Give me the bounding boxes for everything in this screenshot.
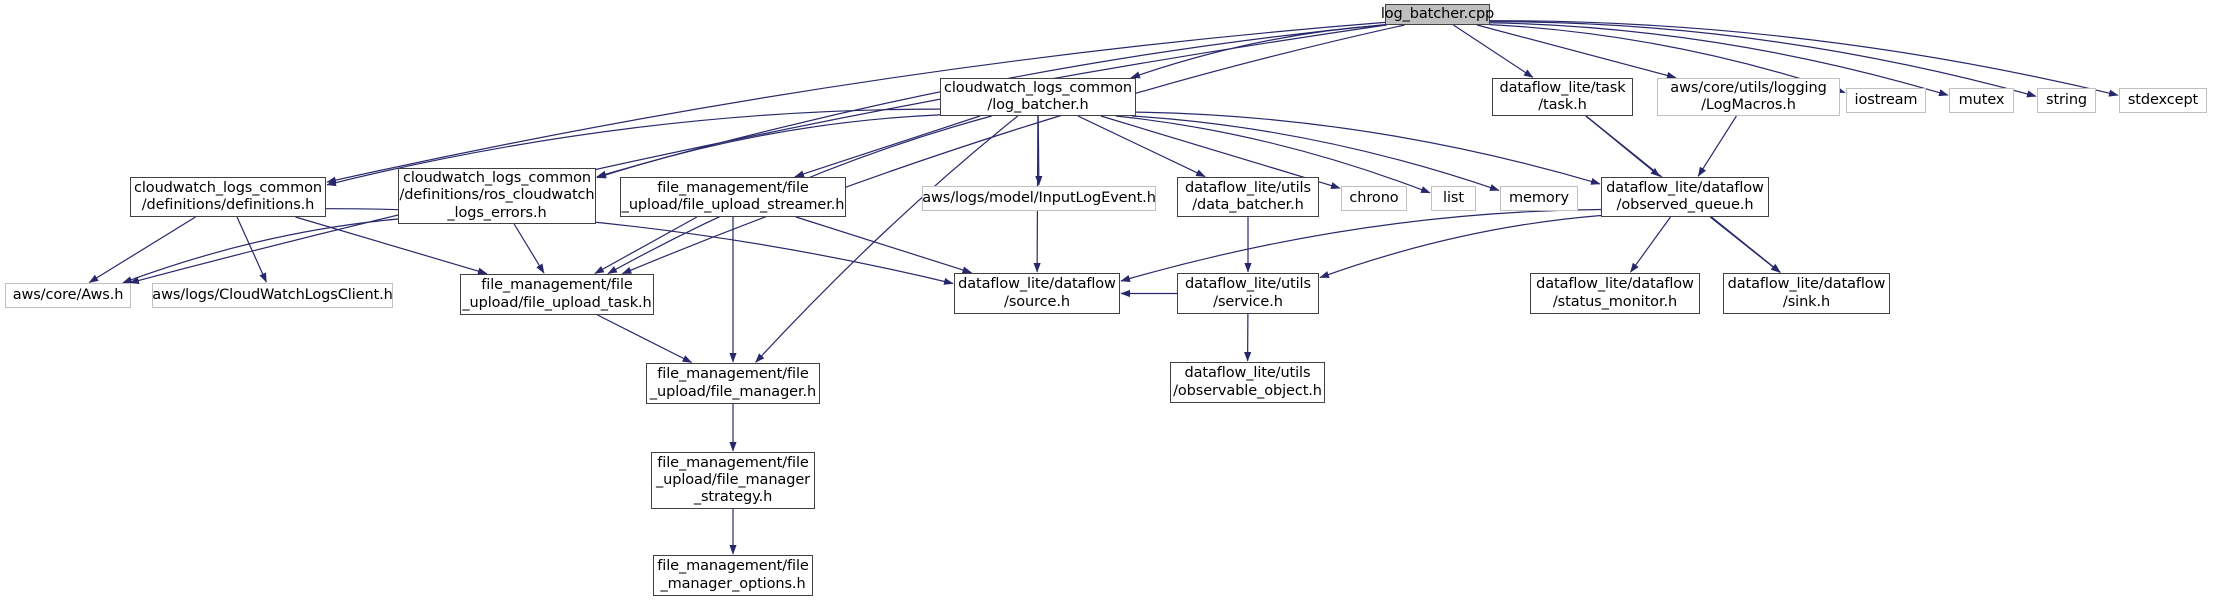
- graph-node-aws_core_aws_h[interactable]: aws/core/Aws.h: [5, 283, 131, 308]
- graph-node-stdexcept[interactable]: stdexcept: [2119, 88, 2207, 113]
- graph-edge-ros_cw_logs_errors_h--file_upload_task_h: [513, 223, 545, 274]
- graph-node-observable_object_h[interactable]: dataflow_lite/utils /observable_object.h: [1170, 362, 1325, 403]
- graph-node-definitions_h[interactable]: cloudwatch_logs_common /definitions/defi…: [130, 177, 326, 217]
- graph-edge-ros_cw_logs_errors_h--aws_core_aws_h: [122, 218, 399, 284]
- graph-node-sink_h[interactable]: dataflow_lite/dataflow /sink.h: [1723, 273, 1890, 314]
- graph-edge-file_upload_streamer_h--file_upload_task_h: [594, 216, 698, 275]
- graph-node-cw_logs_client_h[interactable]: aws/logs/CloudWatchLogsClient.h: [152, 283, 393, 308]
- graph-node-string[interactable]: string: [2037, 88, 2096, 113]
- graph-node-file_manager_strategy_h[interactable]: file_management/file _upload/file_manage…: [651, 452, 815, 509]
- graph-edge-log_batcher_cpp--logmacros_h: [1476, 24, 1677, 79]
- graph-edge-log_batcher_h--ros_cw_logs_errors_h: [596, 114, 941, 179]
- graph-node-logmacros_h[interactable]: aws/core/utils/logging /LogMacros.h: [1657, 78, 1840, 116]
- graph-node-file_upload_task_h[interactable]: file_management/file _upload/file_upload…: [460, 274, 654, 315]
- graph-node-iostream[interactable]: iostream: [1846, 88, 1926, 113]
- graph-edge-log_batcher_h--data_batcher_h: [1077, 115, 1206, 178]
- graph-edge-definitions_h--file_upload_task_h: [295, 216, 488, 275]
- graph-edge-observed_queue_h--status_monitor_h: [1630, 216, 1671, 273]
- graph-edge-log_batcher_cpp--definitions_h: [326, 21, 1386, 184]
- graph-node-task_h[interactable]: dataflow_lite/task /task.h: [1492, 78, 1633, 116]
- graph-edge-file_upload_streamer_h--source_h: [795, 216, 973, 274]
- graph-edge-definitions_h--aws_core_aws_h: [88, 216, 196, 284]
- graph-node-file_manager_h[interactable]: file_management/file _upload/file_manage…: [646, 363, 820, 404]
- graph-edge-log_batcher_cpp--aws_core_aws_h: [129, 24, 1387, 284]
- graph-node-mutex[interactable]: mutex: [1949, 88, 2014, 113]
- graph-edge-log_batcher_cpp--log_batcher_h: [1130, 24, 1387, 79]
- graph-edge-observed_queue_h--source_h: [1120, 208, 1602, 282]
- graph-node-observed_queue_h[interactable]: dataflow_lite/dataflow /observed_queue.h: [1601, 177, 1769, 217]
- graph-node-source_h[interactable]: dataflow_lite/dataflow /source.h: [954, 273, 1120, 314]
- graph-edge-file_upload_task_h--file_manager_h: [597, 314, 693, 364]
- graph-node-list[interactable]: list: [1431, 186, 1476, 211]
- graph-node-inputlogevent_h[interactable]: aws/logs/model/InputLogEvent.h: [922, 186, 1156, 211]
- graph-node-file_upload_streamer_h[interactable]: file_management/file _upload/file_upload…: [620, 177, 846, 217]
- graph-edge-task_h--observed_queue_h: [1585, 115, 1661, 177]
- graph-node-ros_cw_logs_errors_h[interactable]: cloudwatch_logs_common /definitions/ros_…: [398, 168, 596, 224]
- graph-node-service_h[interactable]: dataflow_lite/utils /service.h: [1177, 273, 1319, 314]
- graph-node-log_batcher_cpp[interactable]: log_batcher.cpp: [1381, 4, 1494, 25]
- graph-edge-log_batcher_h--observed_queue_h: [1135, 111, 1601, 185]
- graph-edge-log_batcher_h--inputlogevent_h: [1035, 115, 1043, 186]
- graph-edge-observed_queue_h--sink_h: [1709, 216, 1781, 273]
- graph-edge-logmacros_h--observed_queue_h: [1697, 115, 1737, 177]
- graph-edge-log_batcher_h--file_upload_streamer_h: [794, 115, 981, 178]
- graph-edge-definitions_h--cw_logs_client_h: [236, 216, 267, 283]
- graph-node-memory[interactable]: memory: [1500, 186, 1578, 211]
- graph-node-file_manager_options_h[interactable]: file_management/file _manager_options.h: [653, 555, 813, 596]
- graph-node-chrono[interactable]: chrono: [1341, 186, 1407, 211]
- graph-node-log_batcher_h[interactable]: cloudwatch_logs_common /log_batcher.h: [940, 78, 1136, 116]
- graph-edge-log_batcher_cpp--task_h: [1453, 24, 1534, 78]
- graph-edge-observed_queue_h--service_h: [1319, 214, 1602, 279]
- graph-node-status_monitor_h[interactable]: dataflow_lite/dataflow /status_monitor.h: [1530, 273, 1700, 314]
- graph-edge-log_batcher_h--file_manager_h: [755, 115, 1019, 363]
- graph-edge-log_batcher_cpp--file_upload_task_h: [621, 24, 1405, 275]
- graph-node-data_batcher_h[interactable]: dataflow_lite/utils /data_batcher.h: [1177, 177, 1319, 217]
